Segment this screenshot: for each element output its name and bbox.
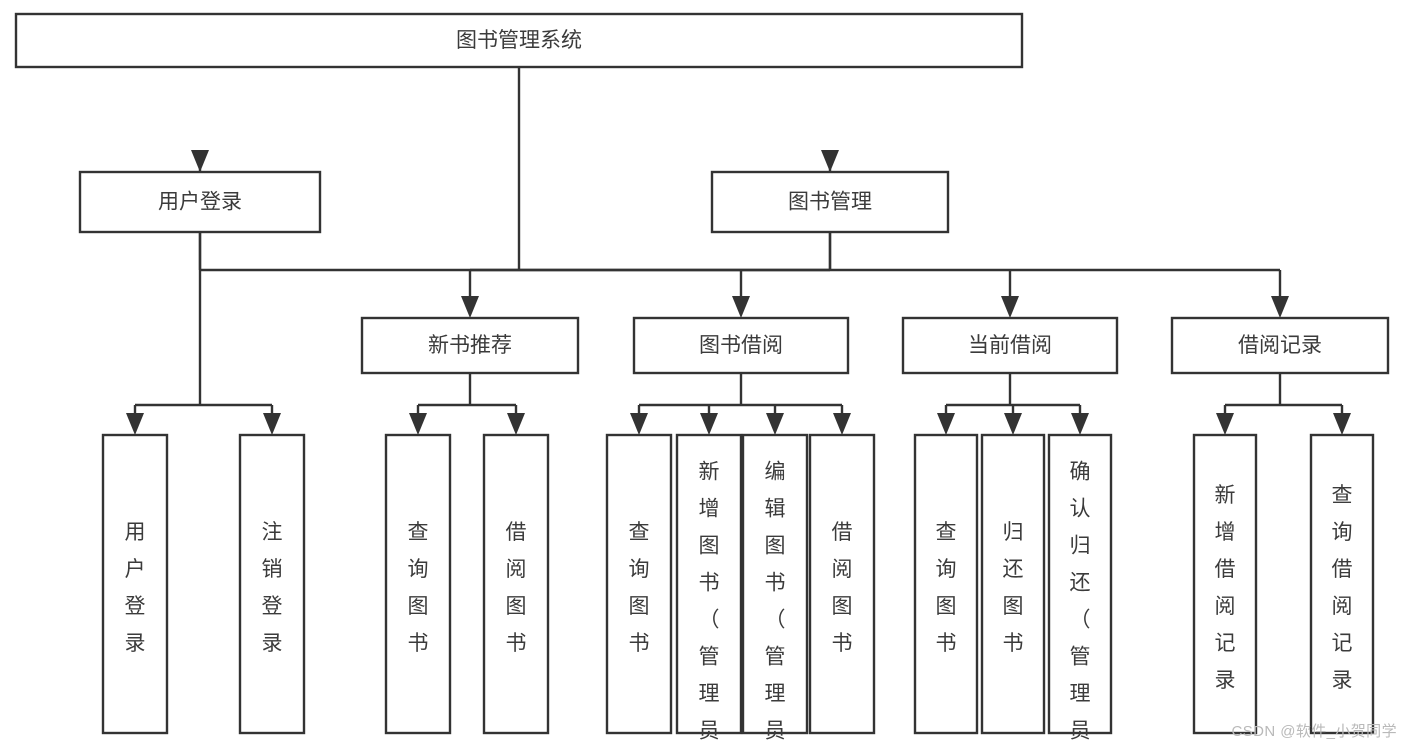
node-label-leaf-query-book-1: 查询图书 [408, 521, 429, 655]
arrow-head-icon-leaf-add-borrow-record [1216, 413, 1234, 435]
arrow-head-icon-book-borrow [732, 296, 750, 318]
node-label-leaf-logout-login: 注销登录 [262, 521, 283, 655]
arrow-head-icon-leaf-query-book-1 [409, 413, 427, 435]
arrow-head-icon-current-borrow [1001, 296, 1019, 318]
node-user-login[interactable]: 用户登录 [78, 170, 322, 234]
arrow-head-icon-leaf-logout-login [263, 413, 281, 435]
node-label-leaf-return-book: 归还图书 [1003, 521, 1024, 655]
node-box-new-book-recommend [360, 316, 580, 375]
node-leaf-borrow-book-2[interactable]: 借阅图书 [808, 433, 876, 735]
node-book-borrow[interactable]: 图书借阅 [632, 316, 850, 375]
node-box-leaf-query-book-3 [913, 433, 979, 735]
node-box-leaf-add-book-admin [675, 433, 743, 735]
arrow-head-icon-leaf-return-book [1004, 413, 1022, 435]
node-label-leaf-query-book-3: 查询图书 [936, 521, 957, 655]
node-box-leaf-return-book [980, 433, 1046, 735]
node-leaf-query-book-3[interactable]: 查询图书 [913, 433, 979, 735]
arrow-head-icon-leaf-add-book-admin [700, 413, 718, 435]
arrow-head-icon-leaf-query-book-3 [937, 413, 955, 435]
node-box-book-borrow [632, 316, 850, 375]
node-leaf-logout-login[interactable]: 注销登录 [238, 433, 306, 735]
node-box-book-management [710, 170, 950, 234]
node-box-leaf-confirm-return-admin [1047, 433, 1113, 735]
arrow-head-icon-leaf-borrow-book-1 [507, 413, 525, 435]
arrow-head-icon-borrow-records [1271, 296, 1289, 318]
node-label-user-login: 用户登录 [158, 191, 242, 214]
arrow-head-icon-new-book-recommend [461, 296, 479, 318]
node-label-leaf-edit-book-admin: 编辑图书（管理员） [765, 460, 786, 747]
node-label-root: 图书管理系统 [456, 29, 582, 52]
arrow-head-icon-leaf-query-borrow-record [1333, 413, 1351, 435]
node-box-leaf-logout-login [238, 433, 306, 735]
node-box-leaf-borrow-book-2 [808, 433, 876, 735]
node-box-leaf-query-book-1 [384, 433, 452, 735]
arrow-head-icon-leaf-query-book-2 [630, 413, 648, 435]
node-label-borrow-records: 借阅记录 [1238, 334, 1322, 357]
node-borrow-records[interactable]: 借阅记录 [1170, 316, 1390, 375]
node-label-leaf-user-login: 用户登录 [125, 521, 146, 655]
node-leaf-borrow-book-1[interactable]: 借阅图书 [482, 433, 550, 735]
node-box-borrow-records [1170, 316, 1390, 375]
node-box-leaf-edit-book-admin [741, 433, 809, 735]
node-label-leaf-borrow-book-2: 借阅图书 [832, 521, 853, 655]
node-leaf-confirm-return-admin[interactable]: 确认归还（管理员） [1047, 433, 1113, 747]
arrow-head-icon-leaf-borrow-book-2 [833, 413, 851, 435]
node-leaf-query-book-2[interactable]: 查询图书 [605, 433, 673, 735]
node-layer: 图书管理系统用户登录图书管理新书推荐图书借阅当前借阅借阅记录用户登录注销登录查询… [14, 12, 1390, 747]
node-label-leaf-add-book-admin: 新增图书（管理员） [699, 460, 720, 747]
node-box-leaf-user-login [101, 433, 169, 735]
node-box-root [14, 12, 1024, 69]
node-label-leaf-add-borrow-record: 新增借阅记录 [1215, 484, 1236, 692]
node-leaf-query-borrow-record[interactable]: 查询借阅记录 [1309, 433, 1375, 735]
node-label-leaf-confirm-return-admin: 确认归还（管理员） [1070, 460, 1091, 747]
node-leaf-edit-book-admin[interactable]: 编辑图书（管理员） [741, 433, 809, 747]
node-leaf-add-book-admin[interactable]: 新增图书（管理员） [675, 433, 743, 747]
node-leaf-user-login[interactable]: 用户登录 [101, 433, 169, 735]
node-leaf-query-book-1[interactable]: 查询图书 [384, 433, 452, 735]
node-box-user-login [78, 170, 322, 234]
node-label-leaf-query-book-2: 查询图书 [629, 521, 650, 655]
connector-layer [126, 67, 1351, 435]
node-label-leaf-borrow-book-1: 借阅图书 [506, 521, 527, 655]
node-box-leaf-query-book-2 [605, 433, 673, 735]
node-new-book-recommend[interactable]: 新书推荐 [360, 316, 580, 375]
arrow-head-icon-leaf-confirm-return-admin [1071, 413, 1089, 435]
node-leaf-add-borrow-record[interactable]: 新增借阅记录 [1192, 433, 1258, 735]
node-label-new-book-recommend: 新书推荐 [428, 334, 512, 357]
arrow-head-icon-user-login [191, 150, 209, 172]
node-box-leaf-add-borrow-record [1192, 433, 1258, 735]
node-root[interactable]: 图书管理系统 [14, 12, 1024, 69]
node-box-leaf-borrow-book-1 [482, 433, 550, 735]
node-leaf-return-book[interactable]: 归还图书 [980, 433, 1046, 735]
node-book-management[interactable]: 图书管理 [710, 170, 950, 234]
arrow-head-icon-leaf-user-login [126, 413, 144, 435]
node-current-borrow[interactable]: 当前借阅 [901, 316, 1119, 375]
node-label-book-borrow: 图书借阅 [699, 334, 783, 357]
node-box-current-borrow [901, 316, 1119, 375]
node-box-leaf-query-borrow-record [1309, 433, 1375, 735]
arrow-head-icon-book-management [821, 150, 839, 172]
node-label-book-management: 图书管理 [788, 191, 872, 214]
arrow-head-icon-leaf-edit-book-admin [766, 413, 784, 435]
node-label-current-borrow: 当前借阅 [968, 334, 1052, 357]
node-label-leaf-query-borrow-record: 查询借阅记录 [1332, 484, 1353, 692]
